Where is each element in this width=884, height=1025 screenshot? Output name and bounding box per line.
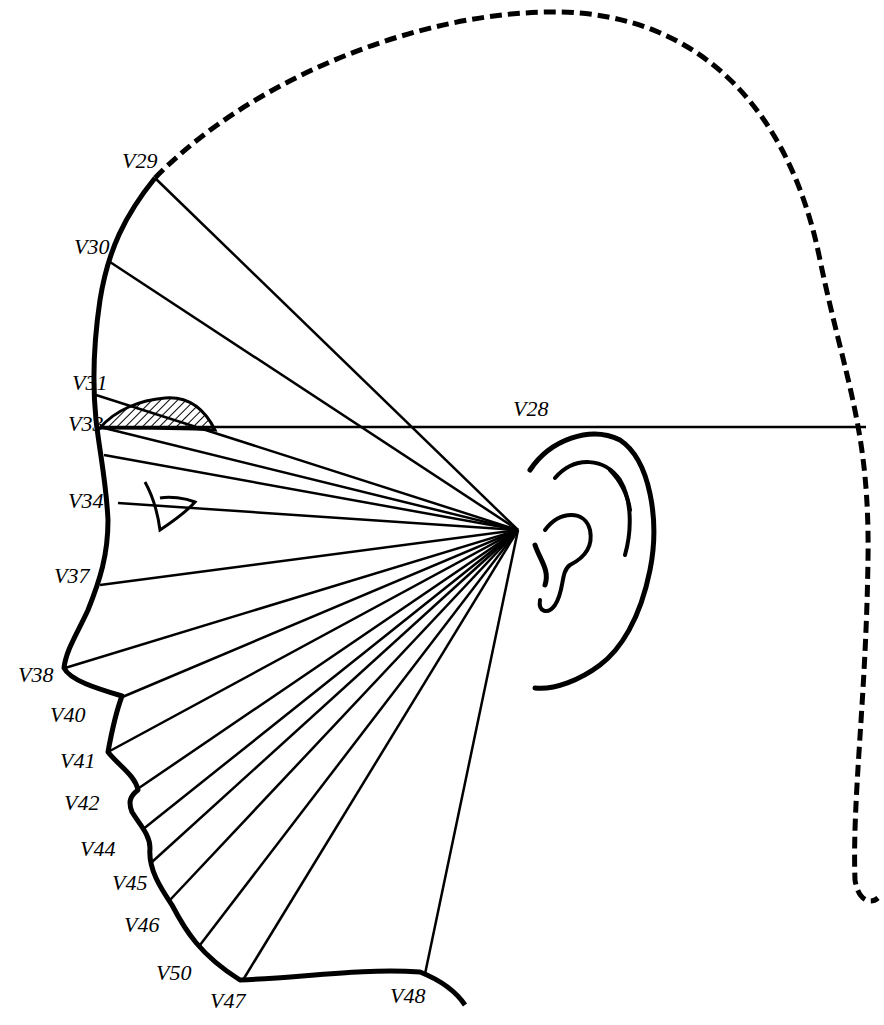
callout-label: V40 [50, 704, 85, 726]
ear [530, 434, 654, 688]
callout-label: V47 [210, 990, 245, 1012]
callout-label: V41 [60, 750, 95, 772]
callout-label: V31 [72, 372, 107, 394]
callout-label: V50 [156, 962, 191, 984]
measure-lines [65, 178, 518, 980]
callout-label: V33 [68, 413, 103, 435]
callout-label: V38 [18, 664, 53, 686]
callout-label: V48 [390, 985, 425, 1007]
skull-outline [155, 12, 878, 901]
callout-label: V37 [54, 565, 89, 587]
callout-label: V29 [122, 150, 157, 172]
callout-label: V45 [112, 872, 147, 894]
callout-label: V46 [124, 914, 159, 936]
callout-label: V30 [74, 236, 109, 258]
callout-label: V34 [68, 490, 103, 512]
callout-label: V42 [64, 792, 99, 814]
callout-label: V44 [80, 838, 115, 860]
measure-line [100, 426, 866, 429]
callout-label: V28 [513, 398, 548, 420]
